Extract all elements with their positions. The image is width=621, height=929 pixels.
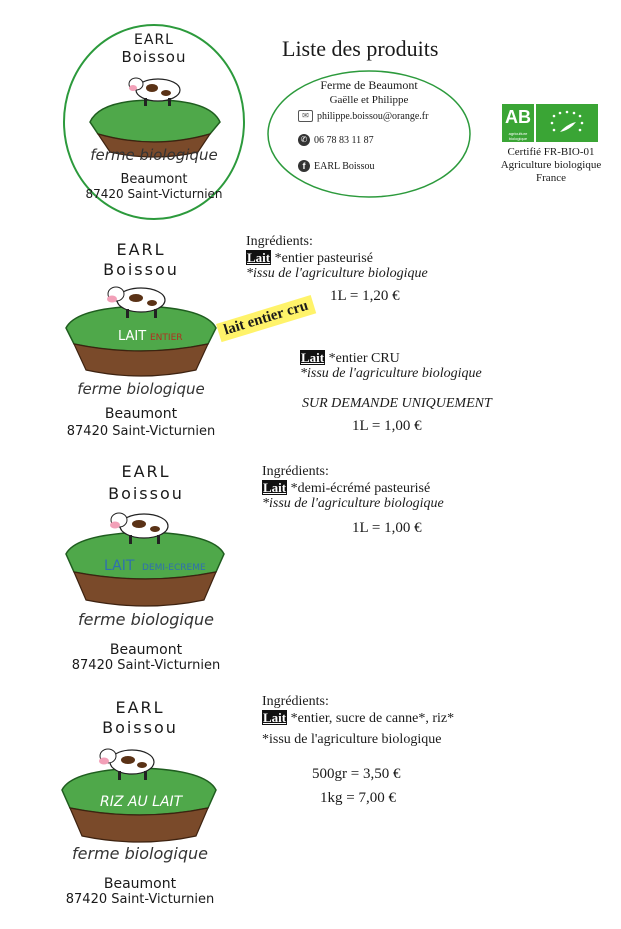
p1-ingredients-label: Ingrédients: [246, 234, 313, 249]
contact-facebook[interactable]: EARL Boissou [314, 160, 375, 172]
ab-badge: AB agriculture biologique [502, 104, 534, 142]
page-title: Liste des produits [282, 36, 439, 61]
logo-label-riz-au-lait: RIZ AU LAIT [100, 794, 184, 810]
contact-name: Ferme de Beaumont [320, 78, 418, 92]
logo-name: Boissou [121, 48, 187, 66]
eu-organic-leaf-icon [536, 104, 598, 142]
contact-people: Gaëlle et Philippe [329, 94, 409, 106]
p1-desc: *entier pasteurisé [274, 251, 373, 266]
logo-address: 87420 Saint-Victurnien [65, 892, 215, 907]
certification: AB agriculture biologique Certifié FR-BI… [486, 104, 616, 185]
p4-bio: *issu de l'agriculture biologique [262, 732, 442, 747]
p2-lait: Lait [300, 350, 326, 365]
contact-email-row: ✉ philippe.boissou@orange.fr [298, 110, 428, 122]
logo-town: Beaumont [109, 642, 183, 658]
logo-town: Beaumont [103, 876, 177, 892]
p3-desc-row: Lait *demi-écrémé pasteurisé [262, 480, 430, 497]
logo-tagline: ferme biologique [72, 844, 208, 863]
logo-earl: EARL [121, 462, 171, 481]
facebook-icon: f [298, 160, 310, 172]
p2-price: 1L = 1,00 € [352, 418, 422, 434]
farm-illustration: LAIT ENTIER [65, 286, 217, 377]
p1-bio: *issu de l'agriculture biologique [246, 266, 428, 281]
p1-price: 1L = 1,20 € [330, 288, 400, 304]
p2-bio: *issu de l'agriculture biologique [300, 366, 482, 381]
logo-label-lait: LAIT [104, 558, 135, 574]
logo-label-lait: LAIT [118, 329, 146, 344]
product-logo-lait-entier: EARL Boissou LAIT ENTIER ferme biologiqu… [56, 234, 226, 444]
p1-lait: Lait [246, 250, 272, 265]
p2-desc: *entier CRU [328, 351, 400, 366]
header-logo: EARL Boissou ferme biologique Beaumont 8… [60, 22, 248, 222]
p4-desc: *entier, sucre de canne*, riz* [290, 711, 455, 726]
contact-facebook-row: f EARL Boissou [298, 160, 374, 172]
logo-earl: EARL [134, 32, 174, 48]
logo-tagline: ferme biologique [78, 610, 214, 629]
p4-price-500g: 500gr = 3,50 € [312, 766, 401, 782]
p3-lait: Lait [262, 480, 288, 495]
farm-illustration: LAIT DEMI-ECREME [65, 512, 225, 607]
p2-desc-row: Lait *entier CRU [300, 350, 400, 367]
logo-town: Beaumont [104, 406, 178, 422]
p2-note: SUR DEMANDE UNIQUEMENT [302, 396, 492, 411]
p3-price: 1L = 1,00 € [352, 520, 422, 536]
logo-earl: EARL [115, 698, 165, 717]
cow-icon [128, 77, 181, 106]
contact-phone[interactable]: 06 78 83 11 87 [314, 134, 374, 146]
p4-desc-row: Lait *entier, sucre de canne*, riz* [262, 710, 454, 727]
logo-label-entier: ENTIER [150, 333, 183, 343]
whatsapp-icon: ✆ [298, 134, 310, 146]
p1-desc-row: Lait *entier pasteurisé [246, 250, 373, 267]
logo-address: 87420 Saint-Victurnien [85, 187, 223, 201]
mail-icon: ✉ [298, 110, 313, 122]
header-logo-oval [63, 24, 245, 220]
p4-price-1kg: 1kg = 7,00 € [320, 790, 396, 806]
farm-illustration: RIZ AU LAIT [61, 748, 217, 843]
cert-line-2: Agriculture biologique [500, 159, 602, 171]
cow-icon [110, 512, 169, 544]
cert-line-3: France [536, 172, 566, 184]
logo-name: Boissou [108, 484, 184, 503]
logo-address: 87420 Saint-Victurnien [71, 658, 221, 673]
logo-name: Boissou [102, 718, 178, 737]
ab-logo: AB agriculture biologique [502, 104, 616, 142]
contact-oval [267, 70, 471, 198]
product-logo-lait-demi-ecreme: EARL Boissou LAIT DEMI-ECREME ferme biol… [56, 460, 236, 680]
cert-line-1: Certifié FR-BIO-01 [507, 146, 595, 158]
logo-town: Beaumont [120, 172, 188, 187]
logo-address: 87420 Saint-Victurnien [66, 424, 216, 439]
p4-lait: Lait [262, 710, 288, 725]
contact-card: Ferme de Beaumont Gaëlle et Philippe ✉ p… [266, 68, 472, 200]
sticker-lait-entier-cru: lait entier cru [216, 294, 317, 343]
cow-icon [107, 286, 166, 318]
p3-bio: *issu de l'agriculture biologique [262, 496, 444, 511]
logo-tagline: ferme biologique [77, 380, 205, 398]
logo-label-demi-ecreme: DEMI-ECREME [142, 563, 206, 573]
contact-email[interactable]: philippe.boissou@orange.fr [317, 110, 429, 122]
logo-name: Boissou [103, 260, 179, 279]
p3-ingredients-label: Ingrédients: [262, 464, 329, 479]
p3-desc: *demi-écrémé pasteurisé [290, 481, 431, 496]
logo-earl: EARL [116, 240, 166, 259]
product-logo-riz-au-lait: EARL Boissou RIZ AU LAIT ferme biologiqu… [50, 694, 230, 914]
logo-tagline: ferme biologique [90, 146, 218, 164]
cow-icon [99, 748, 155, 780]
contact-phone-row: ✆ 06 78 83 11 87 [298, 134, 374, 146]
p4-ingredients-label: Ingrédients: [262, 694, 329, 709]
